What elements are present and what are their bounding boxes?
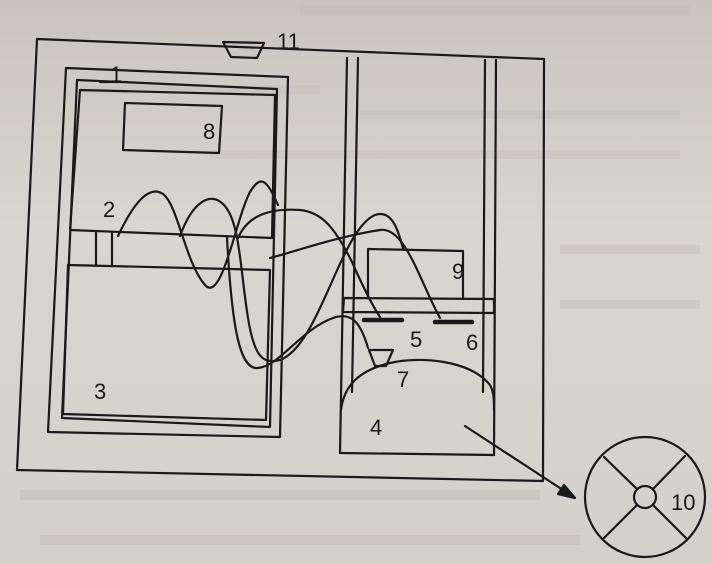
- nozzle-7: [367, 348, 395, 368]
- wire-c: [236, 208, 382, 319]
- label-3: 3: [94, 379, 106, 404]
- sample-dome: [339, 358, 496, 412]
- detail-spoke-sw: [602, 503, 639, 540]
- balance-box: [366, 247, 465, 301]
- detail-spoke-nw: [602, 455, 639, 491]
- wire-a: [116, 180, 280, 289]
- label-4: 4: [370, 415, 382, 440]
- control-unit-box: [68, 88, 277, 240]
- label-11: 11: [277, 29, 300, 54]
- label-6: 6: [466, 330, 478, 355]
- chamber-floor: [338, 451, 496, 457]
- chamber-right-wall-outer: [492, 58, 498, 457]
- wire-e: [268, 228, 442, 320]
- display-panel: [121, 101, 224, 155]
- cabinet-outer-frame: [46, 66, 290, 439]
- detail-spoke-ne: [651, 454, 687, 491]
- sample-shelf: [341, 296, 496, 315]
- leader-arrow-head: [556, 483, 577, 500]
- outer-housing: [15, 37, 546, 483]
- wire-b: [178, 197, 405, 363]
- chamber-right-wall-inner: [481, 58, 487, 394]
- label-7: 7: [397, 367, 409, 392]
- wire-d: [225, 236, 370, 370]
- nozzle-11: [221, 40, 266, 60]
- label-8: 8: [203, 119, 215, 144]
- label-10: 10: [671, 490, 695, 515]
- label-2: 2: [103, 197, 115, 222]
- cabinet-inner-frame: [60, 78, 279, 429]
- chamber-left-wall-inner: [350, 56, 360, 394]
- detail-spoke-se: [651, 503, 688, 540]
- detail-circle-hub: [632, 484, 658, 510]
- detail-circle-outer: [583, 435, 707, 559]
- leader-arrow-line: [463, 424, 568, 494]
- power-unit-box: [61, 263, 272, 422]
- label-9: 9: [452, 259, 464, 284]
- label-5: 5: [410, 327, 422, 352]
- label-1: 1: [110, 62, 122, 87]
- background-bleed-text: [20, 5, 700, 545]
